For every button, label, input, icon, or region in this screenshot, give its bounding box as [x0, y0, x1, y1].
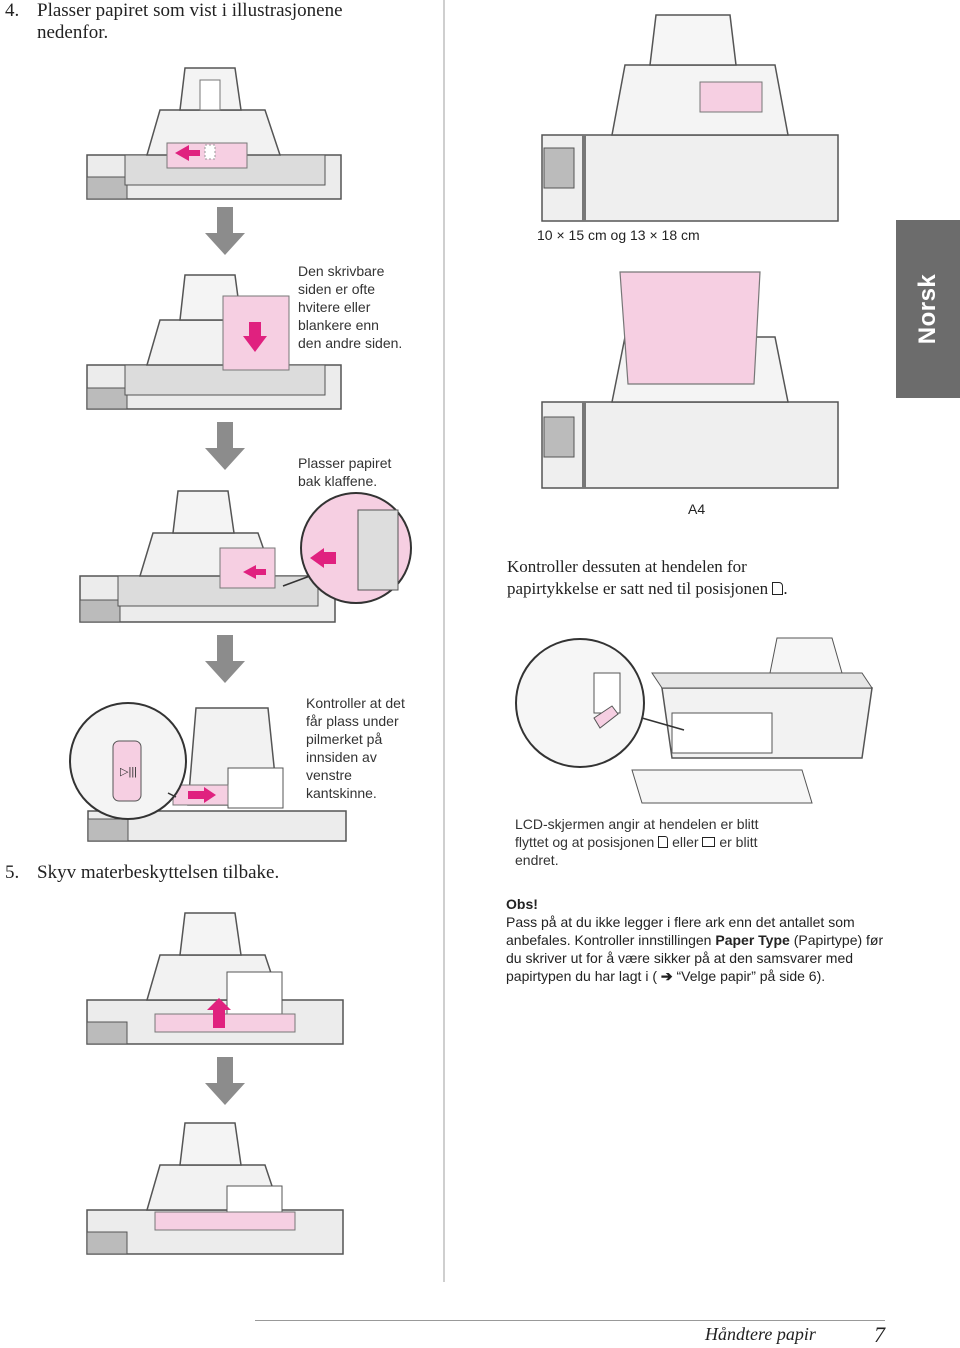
caption-line: Kontroller at det: [306, 695, 405, 711]
caption-line: hvitere eller: [298, 299, 371, 315]
caption-size-a4: A4: [688, 501, 706, 517]
printer-illustration-3: [79, 490, 412, 623]
caption-line: får plass under: [306, 713, 399, 729]
caption-line: kantskinne.: [306, 785, 377, 801]
paper-position-icon: [658, 836, 669, 848]
caption-line: blankere enn: [298, 317, 379, 333]
caption-line: Plasser papiret: [298, 455, 392, 471]
language-tab: Norsk: [896, 220, 960, 398]
lever-note: Kontroller dessuten at hendelen for papi…: [507, 556, 867, 600]
printer-illustration-2: [86, 274, 342, 410]
lcd-note-line-1: LCD-skjermen angir at hendelen er blitt: [515, 816, 759, 832]
obs-text: papirtypen du har lagt i (: [506, 968, 657, 984]
lcd-note-line-3: endret.: [515, 852, 559, 868]
lcd-note-text: eller: [672, 834, 699, 850]
obs-line-4: papirtypen du har lagt i ( ➔ “Velge papi…: [506, 967, 896, 985]
obs-title: Obs!: [506, 896, 538, 912]
step-4-text: Plasser papiret som vist i illustrasjone…: [37, 0, 343, 43]
printer-lever-illustration: [515, 637, 873, 804]
lever-note-text: papirtykkelse er satt ned til posisjonen: [507, 579, 769, 598]
paper-position-icon: [772, 582, 784, 595]
caption-line: innsiden av: [306, 749, 377, 765]
printer-illustration-small-paper: [541, 14, 839, 222]
step-5-number: 5.: [5, 862, 20, 883]
down-arrow-4: [205, 1057, 245, 1105]
obs-line-1: Pass på at du ikke legger i flere ark en…: [506, 914, 855, 930]
lever-note-line-1: Kontroller dessuten at hendelen for: [507, 557, 747, 576]
obs-text: anbefales. Kontroller innstillingen: [506, 932, 712, 948]
lcd-note-text: er blitt: [719, 834, 758, 850]
caption-line: pilmerket på: [306, 731, 383, 747]
caption-arrow-mark: Kontroller at det får plass under pilmer…: [306, 694, 446, 802]
caption-line: den andre siden.: [298, 335, 403, 351]
cross-reference-arrow-icon: ➔: [656, 968, 677, 984]
caption-size-small: 10 × 15 cm og 13 × 18 cm: [537, 227, 700, 243]
caption-line: Den skrivbare: [298, 263, 385, 279]
paper-type-setting: Paper Type: [715, 932, 790, 948]
caption-line: bak klaffene.: [298, 473, 378, 489]
lcd-note-text: flyttet og at posisjonen: [515, 834, 655, 850]
step-4-number: 4.: [5, 0, 20, 21]
printer-illustration-5: [86, 912, 344, 1045]
caption-line: venstre: [306, 767, 352, 783]
page-number: 7: [874, 1322, 885, 1347]
caption-printable-side: Den skrivbare siden er ofte hvitere elle…: [298, 262, 438, 352]
down-arrow-3: [205, 635, 245, 683]
lcd-note-line-2: flyttet og at posisjonen eller er blitt: [515, 833, 835, 851]
obs-line-2: anbefales. Kontroller innstillingen Pape…: [506, 931, 896, 949]
obs-line-3: du skriver ut for å være sikker på at de…: [506, 950, 854, 966]
printer-illustration-6: [86, 1122, 344, 1255]
lcd-note: LCD-skjermen angir at hendelen er blitt …: [515, 815, 835, 869]
printer-illustration-a4: [541, 271, 839, 489]
svg-text:▷|||: ▷|||: [120, 766, 137, 778]
obs-text: (Papirtype) før: [793, 932, 884, 948]
obs-note: Obs! Pass på at du ikke legger i flere a…: [506, 895, 896, 985]
lever-note-line-2: papirtykkelse er satt ned til posisjonen…: [507, 579, 788, 598]
column-divider: [443, 0, 445, 1282]
language-tab-label: Norsk: [914, 273, 941, 345]
down-arrow-1: [205, 207, 245, 255]
printer-illustration-1: [86, 67, 342, 200]
step-5-text: Skyv materbeskyttelsen tilbake.: [37, 862, 280, 883]
caption-behind-tabs: Plasser papiret bak klaffene.: [298, 454, 438, 490]
caption-line: siden er ofte: [298, 281, 376, 297]
footer-rule: [255, 1320, 885, 1321]
printer-illustration-4: ▷|||: [69, 702, 347, 842]
down-arrow-2: [205, 422, 245, 470]
footer-title: Håndtere papir: [705, 1324, 816, 1344]
obs-text: “Velge papir” på side 6).: [676, 968, 826, 984]
envelope-position-icon: [702, 837, 716, 847]
